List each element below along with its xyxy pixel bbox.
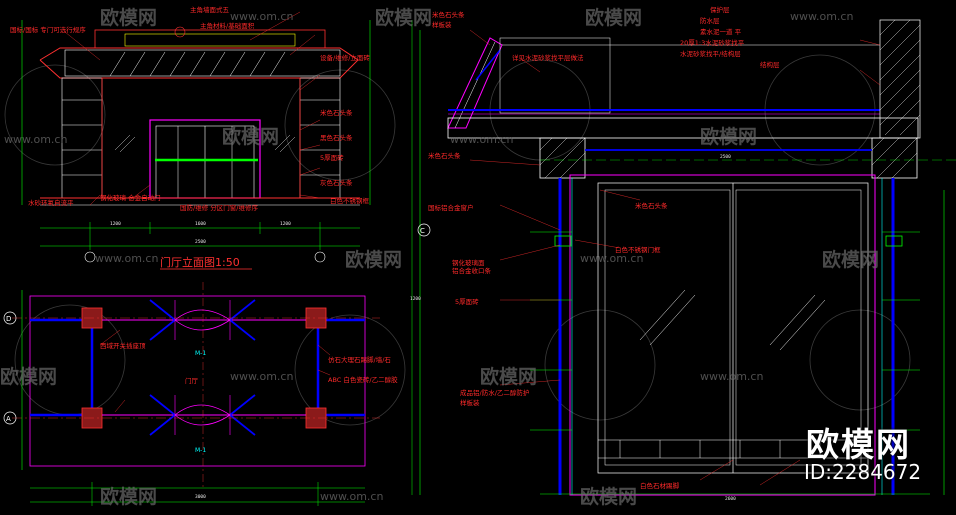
label-sec-17: 米色石头条 <box>635 201 668 210</box>
dim-elev-b: 1600 <box>195 221 206 227</box>
watermark-brand-6: 欧模网 <box>345 248 402 271</box>
label-sec-13: 铝合金收口条 <box>452 266 492 275</box>
dim-elev-a: 1200 <box>110 221 121 227</box>
label-plan-1: 西域开关插座顶 <box>100 341 146 350</box>
label-sec-11: 国标铝合金窗户 <box>428 203 474 212</box>
label-elev-7: 5厚面砖 <box>320 153 344 162</box>
dim-sec-b: 2600 <box>725 496 736 502</box>
label-elev-6: 黑色石头条 <box>320 133 353 142</box>
label-elev-8: 灰色石头条 <box>320 178 353 187</box>
label-sec-9: 结构层 <box>760 60 780 69</box>
watermark-brand-7: 欧模网 <box>822 248 879 271</box>
label-sec-19: 白色石材踢脚 <box>640 481 680 490</box>
entrance-plan <box>3 282 380 506</box>
watermark-brand-4: 欧模网 <box>222 125 279 148</box>
label-plan-3: ABC 白色瓷砖/乙二醇胶 <box>328 375 398 384</box>
watermark-site-4: www.om.cn <box>450 133 513 146</box>
label-elev-10: 水砂环氧自流平 <box>28 198 74 207</box>
label-plan-2: 仿石大理石踢脚/墙/石 <box>328 355 391 364</box>
watermark-site-9: www.om.cn <box>320 490 383 503</box>
label-sec-16: 样板装 <box>460 398 480 407</box>
label-sec-14: 5厚面砖 <box>455 297 479 306</box>
label-sec-5: 防水层 <box>700 16 720 25</box>
label-elev-5: 米色石头条 <box>320 108 353 117</box>
watermarks: www.om.cn 欧模网 www.om.cn 欧模网 欧模网 www.om.c… <box>0 6 879 508</box>
label-elev-12: 国防/维修 分区门窗/维修序 <box>180 203 258 212</box>
door-tag-top: M-1 <box>195 350 206 357</box>
watermark-brand-8: 欧模网 <box>0 365 57 388</box>
label-sec-8: 水泥砂浆找平/结构层 <box>680 49 741 58</box>
watermark-brand-10: 欧模网 <box>100 485 157 508</box>
label-sec-18: 白色不锈钢门框 <box>615 245 661 254</box>
watermark-site-3: www.om.cn <box>790 10 853 23</box>
grid-label-c: C <box>420 227 425 235</box>
label-sec-7: 20厚1:3水泥砂浆找平 <box>680 38 745 47</box>
entrance-elevation <box>21 11 371 263</box>
label-sec-2: 样板装 <box>432 20 452 29</box>
label-sec-10: 米色石头条 <box>428 151 461 160</box>
label-elev-1: 国标/国标 专门可选行规序 <box>10 25 86 34</box>
model-id-label: ID:2284672 <box>804 460 922 484</box>
label-sec-12: 钢化玻璃面 <box>452 258 485 267</box>
watermark-site-7: www.om.cn <box>230 370 293 383</box>
watermark-site-8: www.om.cn <box>700 370 763 383</box>
watermark-site-6: www.om.cn <box>580 252 643 265</box>
dim-elev-total: 2500 <box>195 239 206 245</box>
label-sec-4: 保护层 <box>710 5 730 14</box>
label-elev-9: 白色不锈钢框 <box>330 196 370 205</box>
label-sec-3: 详见水泥砂浆找平层做法 <box>512 53 584 62</box>
dim-elev-c: 1200 <box>280 221 291 227</box>
door-tag-bottom: M-1 <box>195 447 206 454</box>
watermark-brand-2: 欧模网 <box>375 6 432 29</box>
watermark-brand-9: 欧模网 <box>480 365 537 388</box>
label-elev-2: 主角墙面式五 <box>190 5 230 14</box>
label-sec-15: 成品铝/防水/乙二醇防护 <box>460 388 529 397</box>
entrance-section-detail <box>417 19 956 496</box>
label-elev-11: 钢化玻璃 合金自动门 <box>100 193 161 202</box>
watermark-site-2: www.om.cn <box>230 10 293 23</box>
plan-title: 门厅 <box>185 376 199 385</box>
grid-label-d: D <box>6 315 11 323</box>
watermark-brand-1: 欧模网 <box>100 6 157 29</box>
label-elev-4: 设备/维修/立面砖 <box>320 53 370 62</box>
grid-label-a: A <box>6 415 11 423</box>
watermark-site-1: www.om.cn <box>4 133 67 146</box>
label-elev-3: 主角材料/基础面积 <box>200 21 255 30</box>
watermark-brand-11: 欧模网 <box>580 485 637 508</box>
dim-sec-a: 2500 <box>720 154 731 160</box>
watermark-brand-3: 欧模网 <box>585 6 642 29</box>
watermark-brand-5: 欧模网 <box>700 125 757 148</box>
plan-annotations: D A M-1 M-1 门厅 西域开关插座顶 仿石大理石踢脚/墙/石 ABC 白… <box>6 315 398 500</box>
dim-sec-c: 1200 <box>410 296 421 302</box>
label-sec-1: 米色石头条 <box>432 10 465 19</box>
brand-logo-text: 欧模网 <box>806 425 911 464</box>
label-sec-6: 素水泥一道 平 <box>700 27 742 36</box>
elevation-title: 门厅立面图1:50 <box>160 255 240 269</box>
watermark-site-5: www.om.cn <box>95 252 158 265</box>
section-annotations: 米色石头条 样板装 详见水泥砂浆找平层做法 保护层 防水层 素水泥一道 平 20… <box>410 5 780 502</box>
elevation-annotations: 国标/国标 专门可选行规序 主角墙面式五 主角材料/基础面积 设备/维修/立面砖… <box>10 5 370 270</box>
dim-plan-total: 3000 <box>195 494 206 500</box>
